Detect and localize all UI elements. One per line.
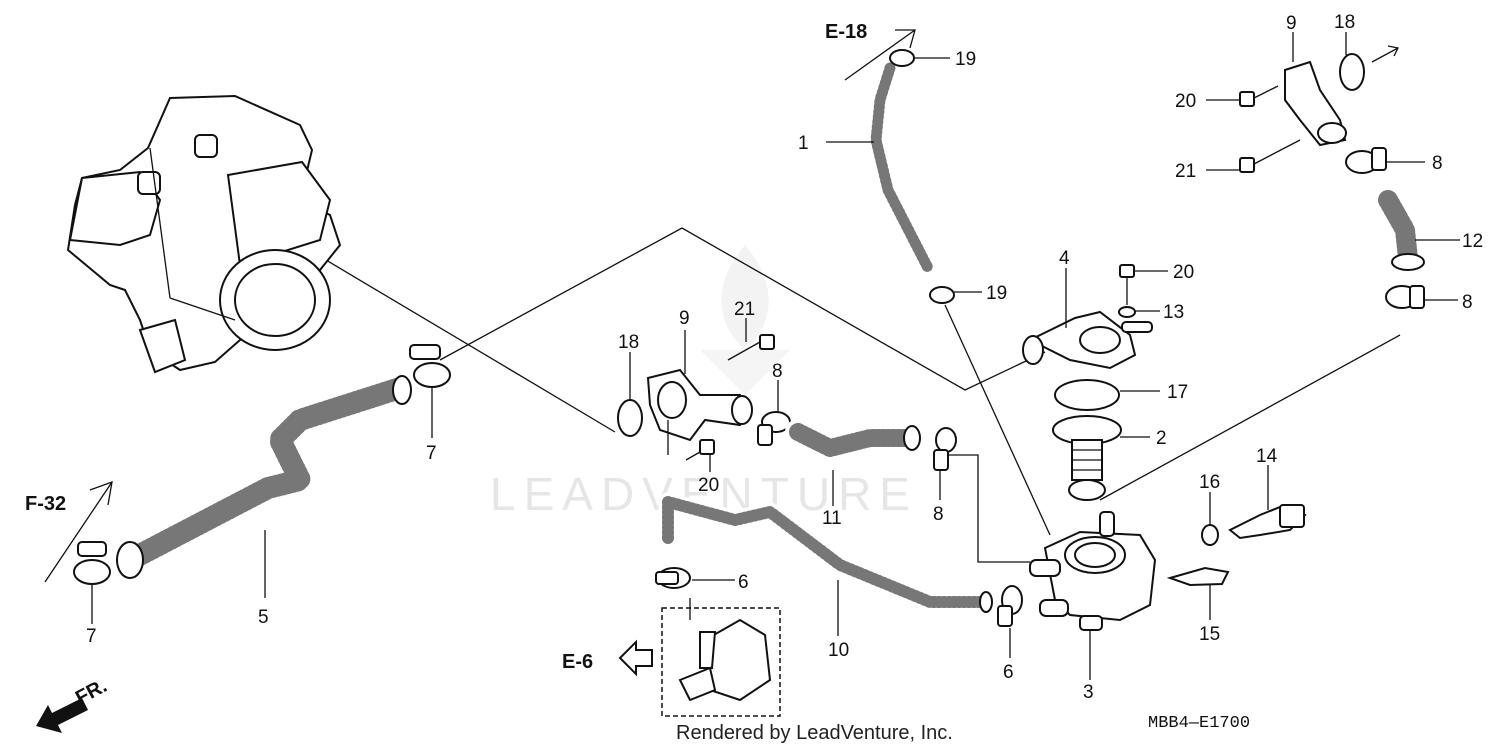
credit-text: Rendered by LeadVenture, Inc. bbox=[676, 722, 953, 744]
hose-clamp-19-lower bbox=[929, 286, 955, 304]
callout-21-middle: 21 bbox=[734, 299, 755, 320]
thermostat-case-3 bbox=[1029, 511, 1157, 631]
callout-leaders bbox=[91, 32, 1460, 680]
engine-block bbox=[66, 94, 342, 374]
e18-reference-arrow bbox=[844, 29, 916, 81]
hose-10 bbox=[658, 492, 995, 613]
callout-6-left: 6 bbox=[738, 572, 749, 593]
upper-right-direction-arrow bbox=[1371, 45, 1399, 63]
callout-10: 10 bbox=[828, 640, 849, 661]
callout-14: 14 bbox=[1256, 446, 1278, 467]
callout-8-lower-middle: 8 bbox=[933, 504, 944, 525]
hose-clamp-6-left bbox=[655, 567, 691, 589]
callout-7-lower: 7 bbox=[86, 626, 97, 647]
sealing-washer-16 bbox=[1201, 524, 1219, 546]
callout-12: 12 bbox=[1462, 231, 1483, 252]
o-ring-18-upper bbox=[1339, 53, 1365, 91]
hose-clamp-8-right-lower bbox=[1385, 285, 1425, 309]
hose-clamp-8-lower-middle bbox=[933, 427, 957, 471]
hose-clamp-7-lower bbox=[73, 541, 111, 585]
e18-reference-label: E-18 bbox=[825, 21, 867, 43]
callout-8-middle: 8 bbox=[772, 361, 783, 382]
callout-20-upper: 20 bbox=[1175, 91, 1196, 112]
callout-8-right-upper: 8 bbox=[1432, 153, 1443, 174]
callout-3: 3 bbox=[1083, 682, 1094, 703]
callout-6-right: 6 bbox=[1003, 662, 1014, 683]
callout-17: 17 bbox=[1167, 382, 1188, 403]
hose-clamp-8-right-upper bbox=[1345, 147, 1387, 174]
callout-8-right-lower: 8 bbox=[1462, 292, 1473, 313]
callout-19-lower: 19 bbox=[986, 283, 1007, 304]
callout-20-middle: 20 bbox=[698, 475, 719, 496]
callout-1: 1 bbox=[798, 133, 809, 154]
hose-5 bbox=[115, 373, 415, 579]
callout-11: 11 bbox=[822, 508, 842, 529]
e6-reference-inset bbox=[618, 607, 781, 717]
front-arrow-icon bbox=[36, 698, 88, 733]
hose-1 bbox=[867, 59, 937, 277]
f32-reference-label: F-32 bbox=[25, 493, 66, 515]
callout-13: 13 bbox=[1163, 302, 1184, 323]
hose-clamp-19-upper bbox=[889, 49, 915, 67]
callout-21-upper: 21 bbox=[1175, 161, 1196, 182]
callout-20-right: 20 bbox=[1173, 262, 1194, 283]
bolt-20-upper-right bbox=[1119, 264, 1135, 305]
bolt-21-middle bbox=[727, 334, 775, 361]
thermostat-2 bbox=[1052, 415, 1122, 501]
callout-18-middle: 18 bbox=[618, 332, 639, 353]
callout-9-middle: 9 bbox=[679, 308, 690, 329]
hose-clamp-8-middle bbox=[757, 411, 791, 446]
hose-12 bbox=[1374, 186, 1425, 272]
hose-clamp-6-right bbox=[997, 585, 1023, 627]
thermo-unit-15 bbox=[1166, 566, 1230, 587]
hose-11 bbox=[785, 419, 923, 461]
callout-15: 15 bbox=[1199, 624, 1220, 645]
diagram-code: MBB4—E1700 bbox=[1148, 714, 1250, 733]
o-ring-17 bbox=[1054, 379, 1120, 411]
washer-13 bbox=[1118, 306, 1136, 318]
e6-arrow-icon bbox=[618, 639, 653, 677]
water-outlet-9-middle bbox=[646, 368, 753, 442]
bolt-20-upper bbox=[1239, 85, 1279, 107]
callout-4: 4 bbox=[1059, 248, 1070, 269]
callout-9-upper: 9 bbox=[1286, 13, 1297, 34]
f32-reference-arrow bbox=[44, 481, 113, 583]
callout-19-upper: 19 bbox=[955, 49, 976, 70]
hose-clamp-7-upper bbox=[409, 344, 451, 388]
bolt-20-middle bbox=[685, 439, 715, 461]
bolt-21-upper bbox=[1239, 139, 1301, 173]
callout-5: 5 bbox=[258, 607, 269, 628]
o-ring-18-middle bbox=[617, 399, 643, 437]
thermostat-cover-4 bbox=[1022, 310, 1153, 370]
e6-reference-label: E-6 bbox=[562, 651, 593, 673]
callout-16: 16 bbox=[1199, 472, 1220, 493]
callout-2: 2 bbox=[1156, 428, 1167, 449]
callout-18-upper: 18 bbox=[1334, 12, 1355, 33]
callout-numbers: 1 2 3 4 5 6 6 7 7 8 8 8 8 9 9 10 11 12 1… bbox=[86, 12, 1483, 703]
callout-7-upper: 7 bbox=[426, 443, 437, 464]
water-temp-sensor-14 bbox=[1228, 503, 1307, 540]
water-outlet-9-upper bbox=[1284, 60, 1347, 147]
